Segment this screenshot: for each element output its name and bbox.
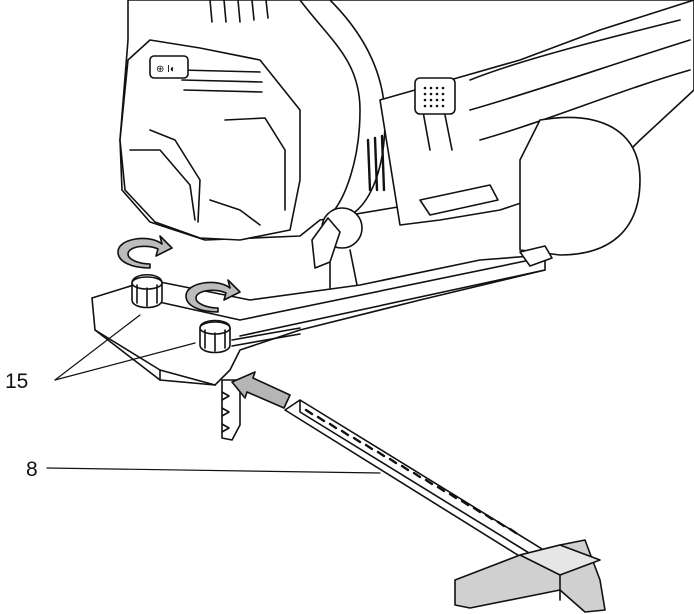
svg-text:⊕ I◐: ⊕ I◐ bbox=[156, 64, 176, 75]
base-plate bbox=[91, 245, 553, 441]
parallel-guide bbox=[284, 399, 606, 613]
callout-label-clamp-screws: 15 bbox=[5, 370, 29, 393]
insert-direction-arrow-icon bbox=[231, 371, 291, 409]
callout-label-parallel-guide: 8 bbox=[26, 458, 38, 481]
clamp-screw-left bbox=[131, 273, 163, 309]
leader-lines bbox=[46, 314, 381, 474]
jigsaw-body: ⊕ I◐ bbox=[119, 0, 694, 301]
rotate-arrow-icon bbox=[117, 235, 173, 269]
clamp-screw-right bbox=[199, 319, 231, 354]
rotate-arrow-icon bbox=[185, 279, 241, 313]
